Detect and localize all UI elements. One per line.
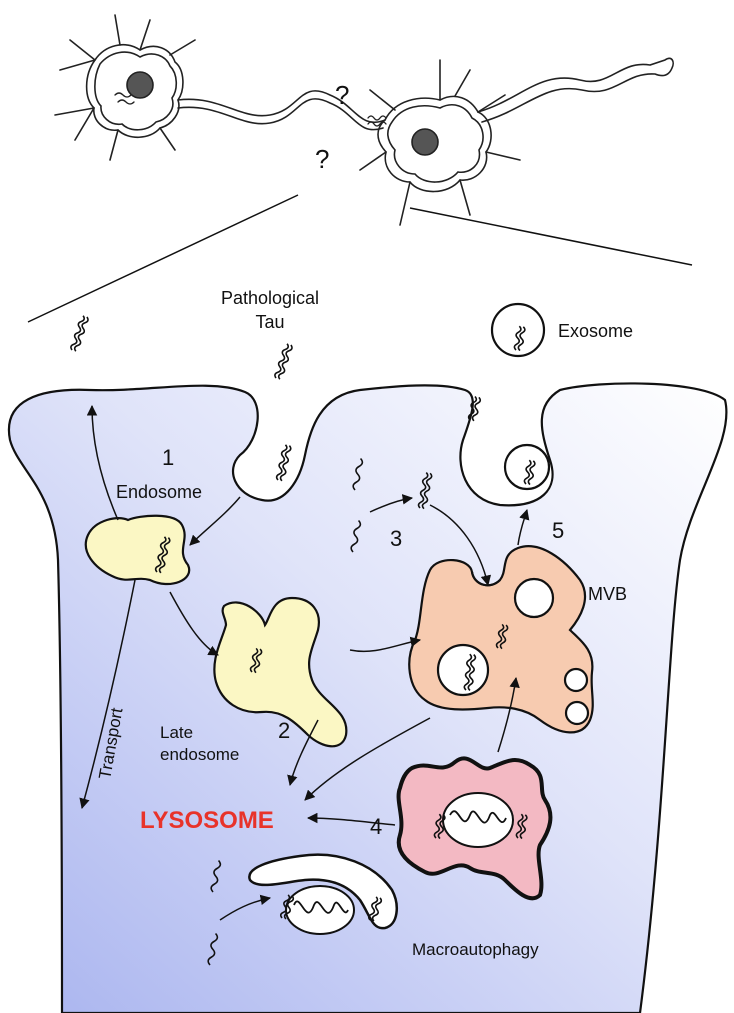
arrow-phagophore-capture <box>219 894 272 921</box>
question-mark-1: ? <box>335 80 349 110</box>
arrow-autophagy-to-lysosome <box>306 812 396 826</box>
arrow-late-to-mvb <box>349 636 422 653</box>
arrow-autophagy-to-mvb <box>497 676 520 753</box>
zoom-line-right <box>409 207 693 266</box>
arrow-mvb-to-lysosome <box>304 717 431 801</box>
arrow-endosome-to-membrane <box>86 404 119 521</box>
cell-membrane <box>7 382 728 1013</box>
neuron-right-nucleus <box>411 128 439 156</box>
label-tau: Tau <box>255 312 284 332</box>
arrow-late-to-lysosome <box>287 719 319 787</box>
axon-left <box>177 90 386 123</box>
tau-extracellular-2 <box>273 342 294 381</box>
step-1: 1 <box>162 445 174 470</box>
mvb-vesicle-3 <box>564 700 590 726</box>
label-mvb: MVB <box>588 584 627 604</box>
arrow-mvb-to-exosome <box>517 508 530 546</box>
arrow-cytosol-to-mvb <box>429 504 492 587</box>
arrow-pit-to-endosome <box>189 496 241 546</box>
mvb-vesicle-tau <box>436 643 490 697</box>
exosome-legend-icon <box>490 302 546 358</box>
mitochondrion-autophagosome <box>442 792 514 848</box>
neuron-left-soma <box>85 44 184 139</box>
phagophore <box>248 853 398 930</box>
pathway-arrows <box>79 404 530 921</box>
step-3: 3 <box>390 526 402 551</box>
tau-in-pit-1 <box>275 443 293 483</box>
arrow-transport <box>79 579 136 810</box>
tau-extracellular-1 <box>69 314 90 353</box>
neuron-left-nucleus <box>126 71 154 99</box>
label-lysosome: LYSOSOME <box>140 807 274 834</box>
step-4: 4 <box>370 814 382 839</box>
step-2: 2 <box>278 718 290 743</box>
label-macroautophagy: Macroautophagy <box>412 940 539 959</box>
label-late-endosome: endosome <box>160 745 239 764</box>
zoom-line-left <box>27 194 299 323</box>
axon-right <box>477 57 674 123</box>
late-endosome <box>213 596 348 748</box>
label-pathological: Pathological <box>221 288 319 308</box>
neuron-sketch <box>54 14 674 226</box>
label-endosome: Endosome <box>116 482 202 502</box>
question-mark-2: ? <box>315 144 329 174</box>
arrow-endosome-to-late <box>169 591 219 656</box>
label-late: Late <box>160 723 193 742</box>
step-5: 5 <box>552 518 564 543</box>
mvb-vesicle-2 <box>563 667 589 693</box>
label-exosome: Exosome <box>558 321 633 341</box>
arrow-step3-pickup <box>369 494 414 513</box>
mvb-vesicle-1 <box>513 577 555 619</box>
